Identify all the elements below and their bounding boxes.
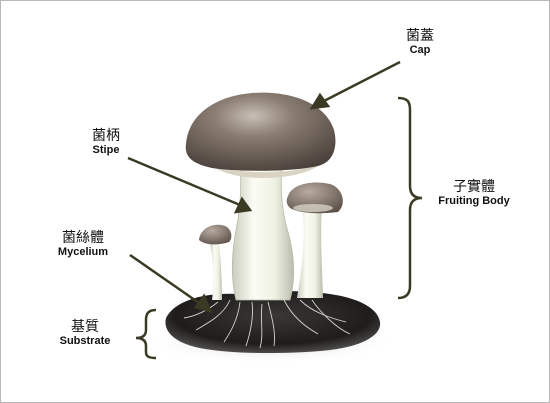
fruiting-body-brace [397,96,423,300]
small-cap-left [199,224,232,245]
main-gills [210,164,320,178]
main-cap [185,92,336,171]
mycelium-threads [183,299,351,349]
gill-right [293,204,333,212]
substrate-brace [135,308,157,360]
label-cap-en: Cap [409,44,431,57]
main-stem [231,165,295,301]
label-stipe-en: Stipe [92,144,120,157]
label-stipe-zh: 菌柄 [92,128,120,144]
label-fruiting-body-en: Fruiting Body [438,195,510,208]
stem-right [297,208,323,298]
label-cap: 菌蓋 Cap [392,28,448,57]
label-stipe: 菌柄 Stipe [78,128,134,157]
label-mycelium: 菌絲體 Mycelium [48,230,118,259]
label-substrate-zh: 基質 [71,319,99,335]
label-substrate-en: Substrate [59,335,111,348]
label-fruiting-body-zh: 子實體 [453,179,495,195]
label-substrate: 基質 Substrate [50,319,120,348]
label-fruiting-body: 子實體 Fruiting Body [428,179,520,208]
label-mycelium-en: Mycelium [57,246,109,259]
annotation-arrows [127,60,401,313]
small-stem-left [210,244,222,300]
label-mycelium-zh: 菌絲體 [62,230,104,246]
label-cap-zh: 菌蓋 [406,28,434,44]
